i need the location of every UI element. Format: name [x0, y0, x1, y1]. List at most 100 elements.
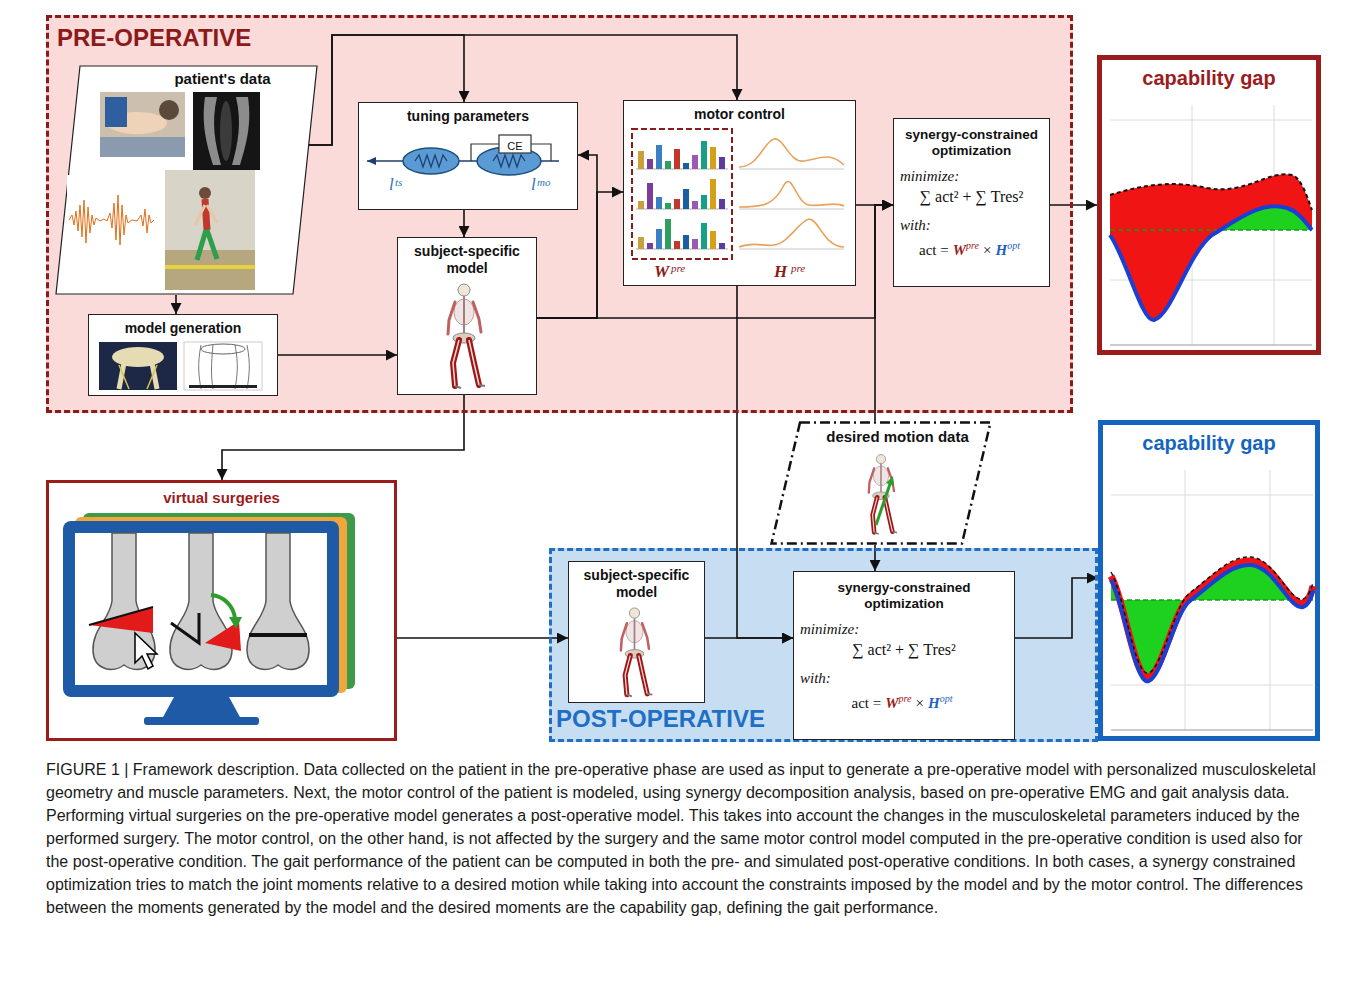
box-title: model generation: [89, 315, 277, 337]
text-slot: mo: [537, 172, 550, 190]
exam-photo: [100, 92, 185, 157]
text-slot: W: [654, 262, 669, 281]
connector: [1050, 204, 1097, 206]
exam-photo: [100, 92, 185, 157]
muscle-model-drawing: [415, 155, 447, 167]
synergy-plots: [638, 201, 644, 209]
formula-term: act =: [852, 695, 882, 711]
capability-chart: [1111, 557, 1313, 673]
data-parallelogram: patient's data: [55, 65, 318, 295]
formula-term: act =: [919, 242, 949, 258]
text-slot: H: [774, 262, 787, 281]
mri-image: [193, 92, 260, 170]
synergy-plots: [665, 219, 671, 249]
synergy-plots: [739, 219, 844, 247]
capability-chart: [1110, 345, 1312, 346]
synergy-plots: [624, 101, 848, 285]
formula-term: ×: [983, 242, 991, 258]
model-box: subject-specific model: [568, 561, 705, 703]
region-title: PRE-OPERATIVE: [57, 24, 251, 52]
process-box: motor controlWpreHpre: [623, 100, 856, 286]
symbol-label: l: [389, 175, 394, 194]
desired-motion-shape: [869, 455, 897, 534]
synergy-plots: [665, 203, 671, 209]
synergy-plots: [665, 161, 671, 169]
formula-term: ×: [916, 695, 924, 711]
patient-data-shape: [55, 65, 318, 295]
skeleton-figure: [609, 606, 660, 700]
capability-chart: [1111, 557, 1313, 673]
formula-line: act =Wpre×Hopt: [900, 235, 1043, 261]
superscript: opt: [940, 693, 953, 704]
panel-title: capability gap: [1102, 60, 1316, 90]
desired-motion-shape: [772, 423, 991, 544]
phase-region: PRE-OPERATIVE patient's data tuning para…: [46, 15, 1073, 413]
symbol-label: mo: [537, 176, 550, 188]
formula: ∑ act² + ∑ Tres²: [900, 186, 1043, 208]
mri-image: [220, 101, 232, 161]
connector: [278, 354, 397, 356]
synergy-plots: [674, 199, 680, 209]
optimization-box: synergy-constrained optimization minimize…: [793, 571, 1015, 740]
model-images: [184, 342, 262, 390]
box-title: subject-specific model: [398, 238, 536, 277]
exam-photo: [159, 100, 179, 120]
gait-photo: [165, 170, 255, 290]
text-slot: patient's data: [155, 70, 290, 88]
process-box: model generation: [88, 314, 278, 396]
surgery-panel: virtual surgeries: [46, 480, 397, 741]
synergy-plots: [647, 183, 653, 209]
surgery-monitor: [249, 633, 307, 637]
synergy-plots: [647, 243, 653, 249]
synergy-plots: [692, 201, 698, 209]
surgery-monitor: [144, 717, 259, 725]
formula-keyword: with:: [800, 669, 1008, 688]
capability-chart: [1111, 470, 1313, 730]
box-title: desired motion data: [815, 428, 980, 446]
surgery-monitor: [211, 595, 235, 619]
connector: [175, 295, 177, 314]
surgery-monitor: [75, 517, 347, 693]
gait-photo: [195, 205, 217, 225]
synergy-plots: [674, 241, 680, 249]
synergy-plots: [636, 169, 728, 249]
capability-chart: [1110, 229, 1312, 231]
muscle-model-drawing: [403, 148, 459, 174]
muscle-model-drawing: [367, 157, 376, 165]
skeleton-figure: [621, 608, 652, 696]
synergy-plots: [656, 229, 662, 249]
text-slot: FIGURE 1 | Framework description. Data c…: [46, 758, 1321, 919]
model-images: [201, 344, 245, 354]
superscript: opt: [1007, 240, 1020, 251]
text-slot: l: [531, 176, 536, 194]
surgery-monitor: [89, 607, 153, 633]
box-title: motor control: [624, 101, 855, 123]
capability-chart: [1111, 561, 1313, 677]
process-box: tuning parametersltsCElmo: [358, 102, 578, 210]
figure-caption: FIGURE 1 | Framework description. Data c…: [46, 758, 1321, 919]
capability-chart: [1110, 174, 1312, 210]
capability-chart: [1110, 105, 1312, 345]
symbol-label: H: [774, 262, 787, 281]
surgery-monitor: [247, 533, 309, 669]
box-title: synergy-constrained optimization: [800, 580, 1008, 612]
gait-photo: [205, 199, 207, 230]
panel-title: virtual surgeries: [49, 483, 394, 507]
surgery-monitor: [229, 617, 242, 629]
model-images: [189, 385, 257, 388]
surgery-monitor: [89, 607, 153, 625]
connector: [1015, 578, 1098, 638]
connector: [875, 205, 893, 421]
box-title: tuning parameters: [359, 103, 577, 125]
data-parallelogram: desired motion data: [770, 421, 992, 545]
formula-keyword: minimize:: [800, 620, 1008, 639]
gait-photo: [165, 265, 255, 269]
panel-title: capability gap: [1103, 425, 1315, 455]
text-slot: CE: [500, 136, 530, 154]
emg-signal: [67, 175, 155, 265]
capability-chart: [1111, 599, 1313, 601]
gait-photo: [165, 170, 255, 290]
muscle-model-drawing: [493, 155, 525, 167]
symbol-label: pre: [791, 262, 805, 274]
